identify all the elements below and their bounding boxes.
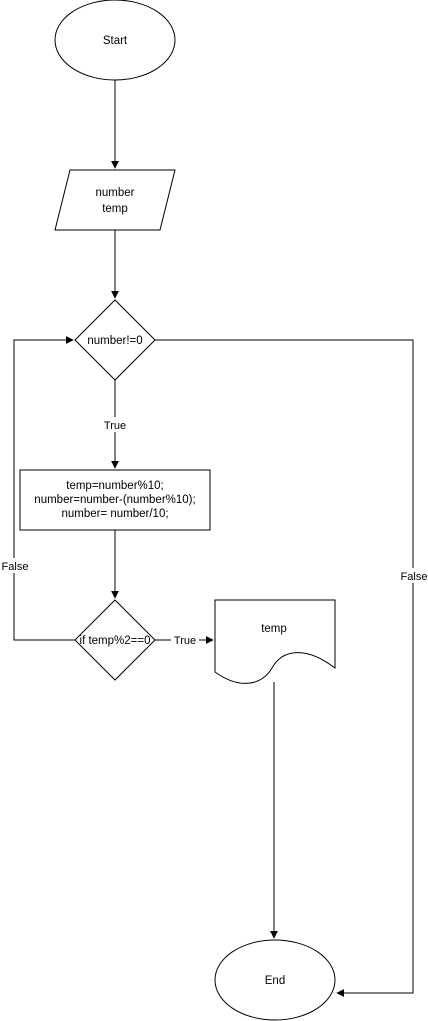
- process-label-line2: number=number-(number%10);: [34, 494, 195, 506]
- end-node: End: [214, 939, 336, 1021]
- edge-loop-false-to-end: [155, 339, 414, 997]
- loop-decision-node: number!=0: [74, 299, 156, 381]
- process-node: temp=number%10; number=number-(number%10…: [19, 469, 211, 531]
- edge-label-even-true: True: [174, 635, 196, 647]
- output-document-node: temp: [214, 599, 336, 684]
- loop-condition-label: number!=0: [87, 335, 142, 347]
- input-label-temp: temp: [102, 203, 128, 215]
- end-label: End: [265, 975, 285, 987]
- edge-label-loop-false: False: [401, 571, 428, 583]
- edge-even-false-back-to-loop: [13, 336, 75, 641]
- even-check-label: if temp%2==0: [80, 635, 151, 647]
- process-label-line1: temp=number%10;: [66, 480, 164, 492]
- output-label: temp: [261, 623, 287, 635]
- process-label-line3: number= number/10;: [61, 508, 168, 520]
- input-node: number temp: [54, 169, 176, 231]
- input-label-number: number: [96, 187, 135, 199]
- start-node: Start: [54, 0, 176, 81]
- edge-label-even-false: False: [2, 561, 29, 573]
- edge-label-loop-true: True: [104, 420, 126, 432]
- start-label: Start: [103, 35, 128, 47]
- edge-labels: True True False False: [0, 417, 428, 648]
- even-check-decision-node: if temp%2==0: [74, 599, 156, 681]
